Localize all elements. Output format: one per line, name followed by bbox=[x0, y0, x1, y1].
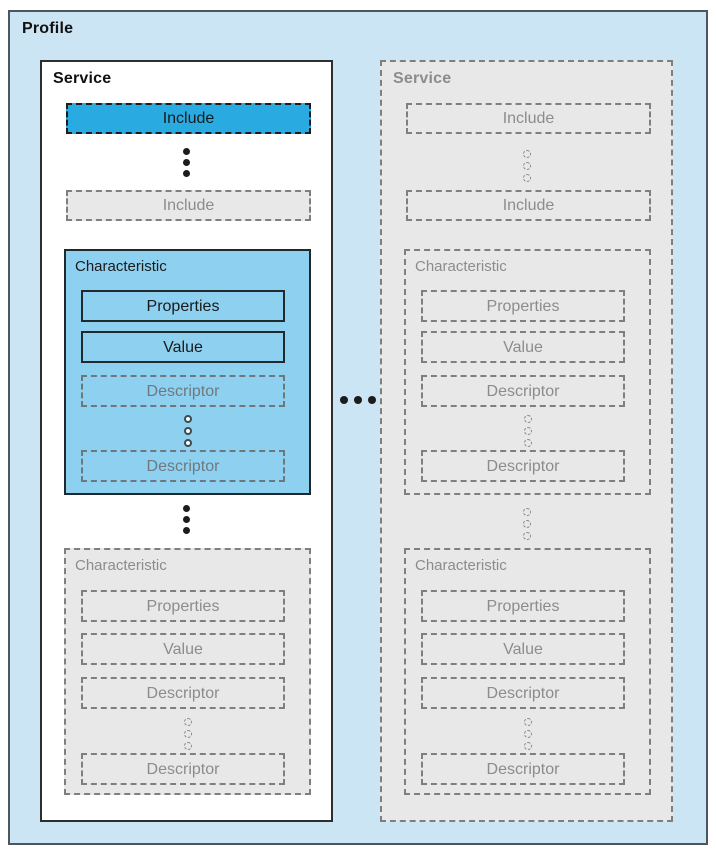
include-box-ghost: Include bbox=[406, 190, 651, 221]
properties-box: Properties bbox=[81, 590, 285, 622]
characteristic-box-highlighted: Characteristic Properties Value Descript… bbox=[64, 249, 311, 495]
value-box: Value bbox=[421, 633, 625, 665]
include-label: Include bbox=[502, 197, 555, 214]
properties-box: Properties bbox=[81, 290, 285, 322]
include-label: Include bbox=[162, 110, 215, 127]
characteristic-label: Characteristic bbox=[415, 557, 507, 574]
characteristic-ellipsis-icon bbox=[382, 508, 671, 540]
value-box: Value bbox=[81, 331, 285, 363]
right-service-label: Service bbox=[393, 70, 452, 87]
horizontal-ellipsis-icon bbox=[340, 396, 376, 404]
descriptor-box: Descriptor bbox=[81, 677, 285, 709]
characteristic-box-ghost: Characteristic Properties Value Descript… bbox=[64, 548, 311, 795]
include-ellipsis-icon bbox=[382, 150, 671, 182]
profile-label: Profile bbox=[22, 20, 74, 37]
value-box: Value bbox=[421, 331, 625, 363]
include-box-highlighted: Include bbox=[66, 103, 311, 134]
include-box-ghost: Include bbox=[406, 103, 651, 134]
properties-box: Properties bbox=[421, 590, 625, 622]
profile-box: Profile Service Include Include Characte… bbox=[8, 10, 708, 845]
characteristic-label: Characteristic bbox=[75, 258, 167, 275]
descriptor-box: Descriptor bbox=[421, 753, 625, 785]
descriptor-box: Descriptor bbox=[421, 450, 625, 482]
vertical-ellipsis-icon bbox=[42, 148, 331, 177]
descriptor-ellipsis-icon bbox=[406, 415, 649, 447]
include-label: Include bbox=[162, 197, 215, 214]
characteristic-label: Characteristic bbox=[415, 258, 507, 275]
descriptor-box: Descriptor bbox=[81, 450, 285, 482]
descriptor-box: Descriptor bbox=[81, 375, 285, 407]
include-label: Include bbox=[502, 110, 555, 127]
include-box-ghost: Include bbox=[66, 190, 311, 221]
vertical-ellipsis-icon bbox=[42, 505, 331, 534]
left-service-label: Service bbox=[53, 70, 112, 87]
descriptor-box: Descriptor bbox=[421, 375, 625, 407]
descriptor-box: Descriptor bbox=[421, 677, 625, 709]
descriptor-ellipsis-icon bbox=[66, 718, 309, 750]
right-service-box: Service Include Include Characteristic P… bbox=[380, 60, 673, 822]
left-service-box: Service Include Include Characteristic P… bbox=[40, 60, 333, 822]
descriptor-box: Descriptor bbox=[81, 753, 285, 785]
characteristic-box-ghost: Characteristic Properties Value Descript… bbox=[404, 548, 651, 795]
descriptor-ellipsis-icon bbox=[66, 415, 309, 447]
properties-box: Properties bbox=[421, 290, 625, 322]
characteristic-label: Characteristic bbox=[75, 557, 167, 574]
characteristic-box-ghost: Characteristic Properties Value Descript… bbox=[404, 249, 651, 495]
value-box: Value bbox=[81, 633, 285, 665]
descriptor-ellipsis-icon bbox=[406, 718, 649, 750]
